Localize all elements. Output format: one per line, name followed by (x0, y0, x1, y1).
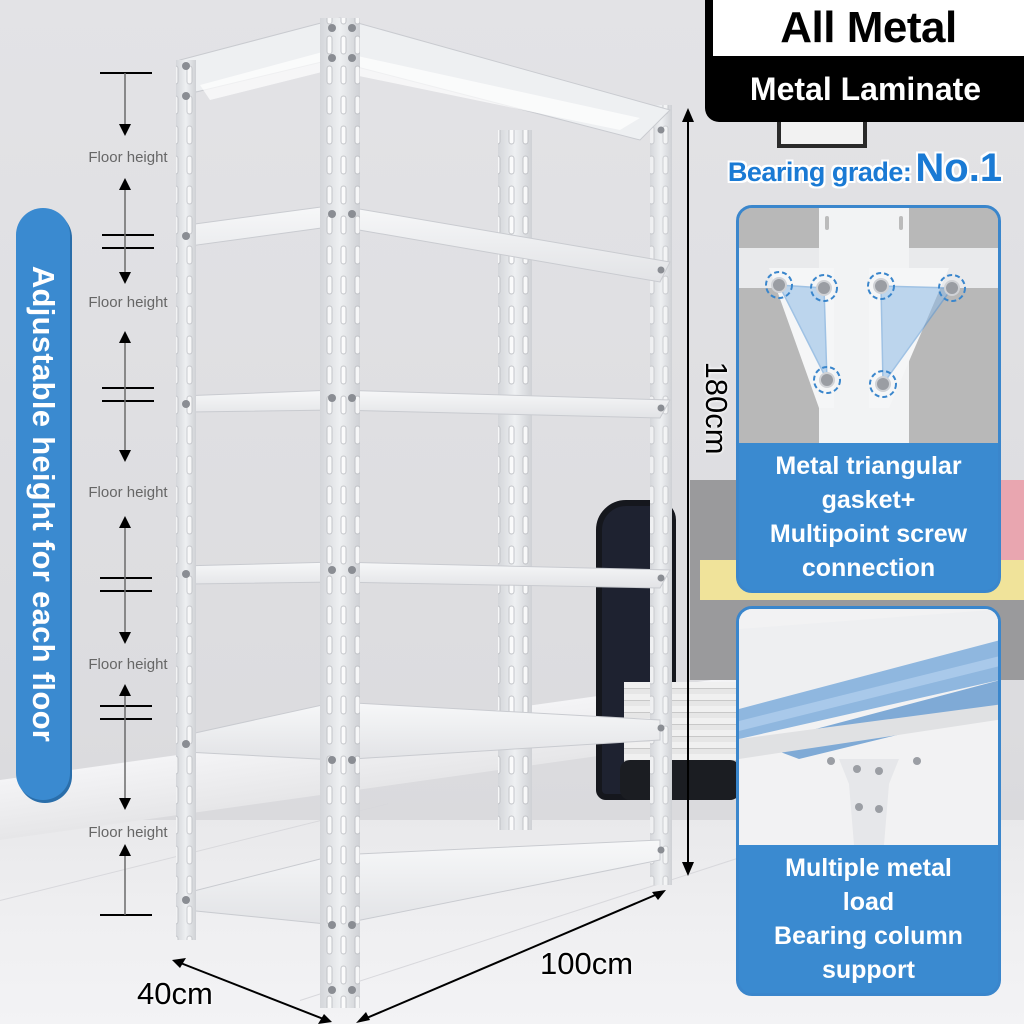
adjustable-height-banner (16, 208, 70, 800)
wall-picture (777, 118, 867, 148)
chair-base (620, 760, 740, 800)
gasket-photo (739, 208, 998, 443)
floor-height-label: Floor height (88, 149, 168, 166)
column-support-caption: Multiple metal load Bearing column suppo… (739, 845, 998, 993)
caption-line: Multipoint screw (769, 520, 968, 548)
floor-height-label: Floor height (88, 294, 168, 311)
header-badge: All Metal Metal Laminate (705, 0, 1024, 122)
floor-height-label: Floor height (88, 824, 168, 841)
height-dimension-label: 180cm (699, 361, 734, 455)
books-stack (624, 682, 744, 762)
feature-card-gasket: Metal triangular gasket+ Multipoint scre… (736, 205, 1001, 593)
caption-line: gasket+ (821, 486, 916, 514)
depth-dimension-label: 40cm (137, 976, 213, 1011)
floor-height-label: Floor height (88, 484, 168, 501)
caption-line: Bearing column (774, 922, 963, 950)
column-support-photo (739, 609, 998, 845)
width-dimension-label: 100cm (540, 946, 634, 981)
bearing-grade: Bearing grade: No.1 (706, 146, 1024, 196)
caption-line: connection (801, 554, 936, 582)
bearing-grade-value: No.1 (915, 146, 1003, 190)
header-subtitle: Metal Laminate (749, 70, 982, 107)
adjustable-height-text: Adjustable height for each floor (26, 265, 61, 743)
bearing-grade-label: Bearing grade: (727, 157, 912, 187)
feature-card-column-support: Multiple metal load Bearing column suppo… (736, 606, 1001, 996)
gasket-caption: Metal triangular gasket+ Multipoint scre… (739, 443, 998, 590)
caption-line: Metal triangular (775, 452, 962, 480)
caption-line: support (821, 956, 916, 984)
caption-line: load (842, 888, 895, 916)
floor-height-label: Floor height (88, 656, 168, 673)
caption-line: Multiple metal (785, 854, 952, 882)
header-title: All Metal (713, 0, 1024, 56)
